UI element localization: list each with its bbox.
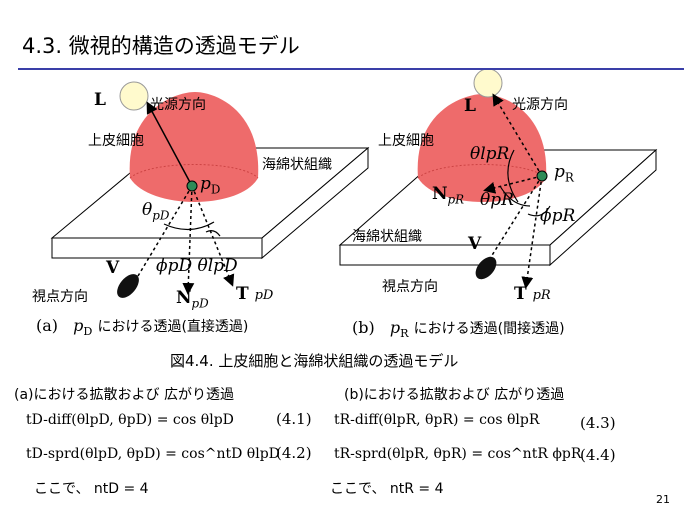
diagram-canvas [50, 70, 658, 298]
left-label-N: NpD [176, 288, 209, 311]
left-eq2: tD-sprd(θlpD, θpD) = cos^ntD θlpD [26, 446, 280, 462]
left-light-dir-label: 光源方向 [150, 97, 206, 113]
right-eq2: tR-sprd(θlpR, θpR) = cos^ntR ϕpR [334, 446, 582, 462]
right-eq-heading: (b)における拡散および 広がり透過 [344, 387, 565, 403]
right-label-theta-pr: θpR [480, 190, 514, 210]
left-eq-heading: (a)における拡散および 広がり透過 [14, 387, 234, 403]
right-epidermal-cell [417, 94, 547, 202]
right-view-dir-label: 視点方向 [382, 279, 438, 295]
left-epidermal-cell [129, 92, 259, 202]
left-label-T: T pD [236, 284, 274, 304]
left-eye-icon [117, 274, 139, 298]
right-label-L: L [464, 96, 476, 116]
page-number: 21 [656, 493, 670, 506]
right-eq-note: ここで、 ntR = 4 [330, 481, 444, 497]
right-label-theta-lpr: θlpR [470, 144, 510, 164]
right-label-p: pR [554, 162, 574, 185]
left-view-dir-label: 視点方向 [32, 289, 88, 305]
right-light-dir-label: 光源方向 [512, 97, 568, 113]
left-epidermis-label: 上皮細胞 [88, 133, 144, 149]
left-label-V: V [106, 258, 120, 278]
left-label-phi-theta: ϕpD θlpD [156, 256, 238, 276]
right-label-phi-pr: ϕpR [540, 206, 576, 226]
right-eq1: tR-diff(θlpR, θpR) = cos θlpR [334, 412, 540, 428]
right-point-pr [536, 170, 548, 182]
left-point-pd [186, 180, 198, 192]
figure-caption: 図4.4. 上皮細胞と海綿状組織の透過モデル [170, 352, 459, 370]
left-eq2-number: (4.2) [276, 444, 312, 462]
right-eq1-number: (4.3) [580, 414, 616, 432]
left-eq-note: ここで、 ntD = 4 [34, 481, 149, 497]
left-eq1: tD-diff(θlpD, θpD) = cos θlpD [26, 412, 234, 428]
title-rule [18, 68, 684, 70]
right-epidermis-label: 上皮細胞 [378, 133, 434, 149]
right-sponge-label: 海綿状組織 [352, 229, 422, 245]
right-caption: (b) pR における透過(間接透過) [352, 318, 565, 341]
left-label-p: pD [200, 174, 221, 197]
right-label-V: V [468, 234, 482, 254]
right-label-N: NpR [432, 184, 465, 207]
right-eye-icon [475, 256, 497, 280]
left-sponge-label: 海綿状組織 [262, 157, 332, 173]
right-light-source-icon [473, 70, 503, 98]
left-label-theta: θpD [142, 200, 170, 223]
right-eq2-number: (4.4) [580, 446, 616, 464]
page-title: 4.3. 微視的構造の透過モデル [22, 34, 300, 58]
left-eq1-number: (4.1) [276, 410, 312, 428]
left-light-source-icon [119, 81, 149, 111]
left-caption: (a) pD における透過(直接透過) [36, 316, 249, 339]
right-label-T: T pR [514, 284, 551, 304]
left-label-L: L [94, 90, 106, 110]
